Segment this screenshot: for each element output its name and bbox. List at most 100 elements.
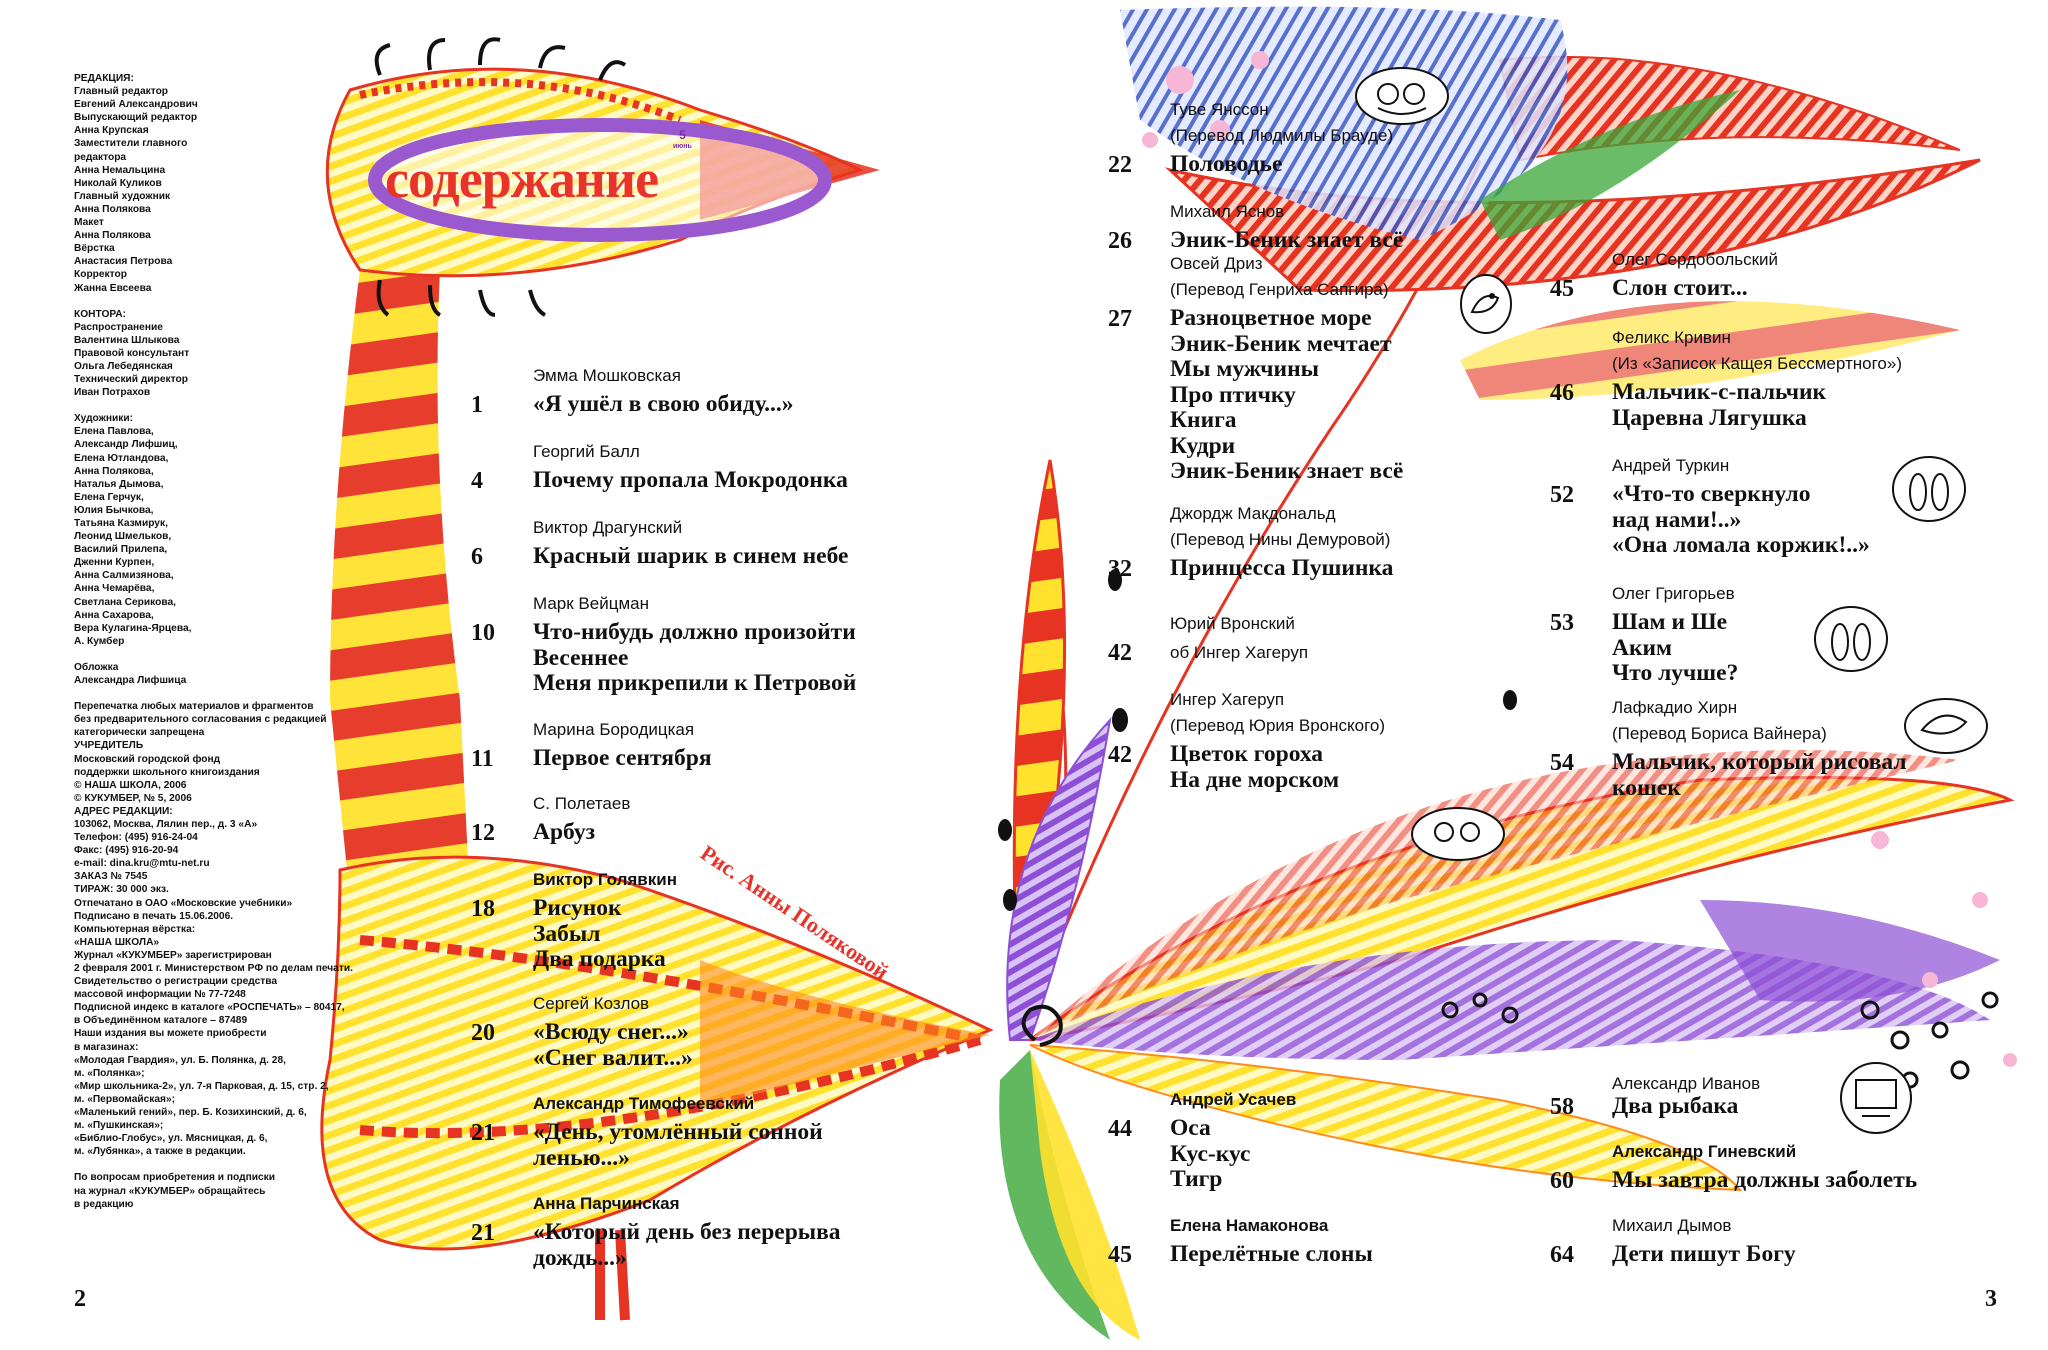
- imprint-line: Подписано в печать 15.06.2006.: [74, 910, 234, 922]
- toc-translator: (Перевод Юрия Вронского): [1170, 716, 1386, 735]
- toc-title: Рисунок: [533, 895, 622, 921]
- toc-entry[interactable]: Джордж Макдональд(Перевод Нины Демуровой…: [1108, 502, 1393, 582]
- imprint-line: без предварительного согласования с реда…: [74, 714, 327, 726]
- toc-page-number: 21: [471, 1120, 495, 1146]
- imprint-line: м. «Первомайская»;: [74, 1093, 176, 1105]
- title-oval: [368, 118, 832, 242]
- toc-page-number: 53: [1550, 610, 1574, 636]
- feather-fan-4: [1030, 750, 1960, 1040]
- toc-title: На дне морском: [1170, 766, 1340, 793]
- bird-body: [320, 855, 994, 1251]
- toc-author: Ингер Хагеруп: [1170, 690, 1285, 709]
- imprint-line: А. Кумбер: [74, 635, 125, 647]
- imprint-block: Перепечатка любых материалов и фрагменто…: [74, 700, 374, 1158]
- imprint-line: Компьютерная вёрстка:: [74, 923, 196, 935]
- page-title: содержание: [385, 149, 659, 209]
- toc-page-number: 52: [1550, 482, 1574, 508]
- toc-subtitle: об Ингер Хагеруп: [1170, 643, 1309, 662]
- toc-translator: (Перевод Людмилы Брауде): [1170, 126, 1394, 145]
- imprint-line: © КУКУМБЕР, № 5, 2006: [74, 792, 192, 804]
- toc-title: ленью...»: [533, 1144, 630, 1171]
- imprint-line: «НАША ШКОЛА»: [74, 936, 160, 948]
- toc-page-number: 1: [471, 392, 483, 418]
- toc-title: «День, утомлённый сонной: [533, 1119, 823, 1145]
- toc-title: Арбуз: [533, 819, 596, 845]
- toc-title: Забыл: [533, 920, 601, 947]
- imprint-line: Главный редактор: [74, 86, 169, 98]
- imprint-line: По вопросам приобретения и подписки: [74, 1172, 276, 1184]
- imprint-line: АДРЕС РЕДАКЦИИ:: [74, 805, 173, 817]
- imprint-line: Николай Куликов: [74, 177, 162, 189]
- toc-page-number: 64: [1550, 1242, 1574, 1268]
- toc-title: Про птичку: [1170, 381, 1296, 408]
- toc-page-number: 21: [471, 1220, 495, 1246]
- toc-author: Михаил Дымов: [1612, 1216, 1732, 1235]
- toc-title: «Снег валит...»: [533, 1044, 693, 1071]
- toc-author: Михаил Яснов: [1170, 202, 1285, 221]
- toc-author: Туве Янссон: [1170, 100, 1269, 119]
- imprint-line: Юлия Бычкова,: [74, 504, 154, 516]
- toc-page-number: 44: [1108, 1116, 1132, 1142]
- toc-page-number: 45: [1108, 1242, 1132, 1268]
- issue-number: 5: [679, 128, 686, 142]
- toc-author: Елена Намаконова: [1170, 1216, 1329, 1235]
- toc-title: Оса: [1170, 1115, 1211, 1141]
- imprint-line: Дженни Курпен,: [74, 557, 155, 569]
- toc-title: Что лучше?: [1612, 660, 1739, 686]
- imprint-line: Журнал «КУКУМБЕР» зарегистрирован: [74, 949, 272, 961]
- imprint-line: Вера Кулагина-Ярцева,: [74, 622, 192, 634]
- toc-title: Мальчик, который рисовал: [1612, 749, 1907, 775]
- imprint-line: Анна Полякова: [74, 230, 151, 242]
- toc-author: Георгий Балл: [533, 442, 640, 461]
- toc-title: Эник-Беник знает всё: [1170, 458, 1404, 484]
- toc-page-number: 22: [1108, 152, 1132, 178]
- toc-entry[interactable]: Феликс Кривин(Из «Записок Кащея Бессмерт…: [1550, 326, 1902, 431]
- toc-title: Весеннее: [533, 644, 629, 671]
- imprint-line: Московский городской фонд: [74, 753, 221, 765]
- toc-author: Андрей Туркин: [1612, 456, 1730, 475]
- toc-translator: (Перевод Бориса Вайнера): [1612, 724, 1827, 743]
- imprint-line: Художники:: [74, 413, 134, 425]
- imprint-line: Александр Лифшиц,: [74, 439, 178, 451]
- imprint-line: Свидетельство о регистрации средства: [74, 976, 278, 988]
- imprint-line: Александра Лифшица: [74, 675, 187, 687]
- cucumber-characters-icon: [1814, 606, 1888, 672]
- toc-author: Феликс Кривин: [1612, 328, 1731, 347]
- imprint-line: Заместители главного: [74, 138, 188, 150]
- imprint-line: Наталья Дымова,: [74, 478, 164, 490]
